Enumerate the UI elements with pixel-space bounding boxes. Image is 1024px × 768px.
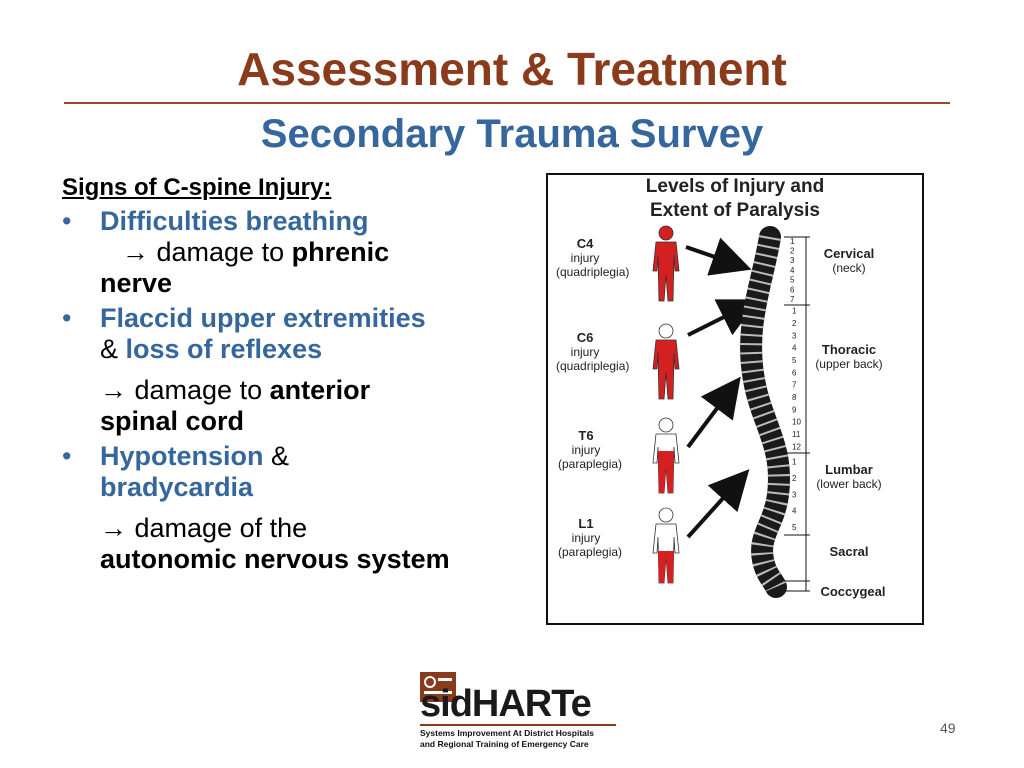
damage-text: damage to — [149, 237, 292, 267]
bullet-hypotension: • Hypotension & bradycardia → damage of … — [62, 441, 532, 575]
vertebra-number: 5 — [792, 523, 797, 532]
slide-title: Assessment & Treatment — [237, 43, 787, 95]
region-label-coccygeal: Coccygeal — [820, 584, 886, 599]
body-figure-l1 — [652, 507, 680, 584]
vertebra-number: 1 — [792, 457, 797, 466]
spinal-injury-figure: Levels of Injury and Extent of Paralysis — [546, 173, 924, 625]
slide-subtitle: Secondary Trauma Survey — [260, 112, 764, 156]
vertebra-number: 2 — [790, 247, 795, 256]
content-body: Signs of C-spine Injury: • Difficulties … — [62, 174, 532, 575]
vertebra-number: 4 — [790, 266, 795, 275]
vertebra-number: 5 — [792, 356, 797, 365]
damage-target: nerve — [100, 268, 173, 298]
figure-title: Levels of Injury and Extent of Paralysis — [645, 176, 825, 221]
bullet-dot: • — [62, 441, 72, 471]
vertebra-number: 2 — [792, 474, 797, 483]
region-label-sacral: Sacral — [829, 544, 869, 559]
region-label-cervical: Cervical(neck) — [823, 246, 875, 276]
logo-emblem-icon — [420, 672, 456, 702]
vertebra-gaps — [740, 235, 790, 592]
vertebra-number: 11 — [792, 430, 801, 439]
body-figure-c6 — [652, 323, 680, 400]
vertebra-number: 12 — [792, 442, 801, 451]
vertebra-number: 5 — [790, 276, 795, 285]
ampersand: & — [100, 334, 126, 364]
title-divider — [64, 102, 950, 104]
vertebra-number: 2 — [792, 319, 797, 328]
bullet-flaccid: • Flaccid upper extremities & loss of re… — [62, 303, 532, 437]
arrow-icon: → — [100, 513, 127, 543]
vertebra-number: 3 — [792, 331, 797, 340]
vertebra-number: 7 — [790, 295, 795, 304]
bullet-main-text: loss of reflexes — [125, 334, 323, 364]
page-number: 49 — [940, 720, 956, 736]
damage-text: damage to — [127, 375, 270, 405]
vertebra-number: 10 — [792, 418, 801, 427]
damage-target: anterior — [269, 375, 371, 405]
arrow-icon: → — [122, 237, 149, 267]
vertebra-number: 3 — [792, 490, 797, 499]
damage-target: phrenic — [291, 237, 390, 267]
bullet-main-text: Difficulties breathing — [100, 206, 369, 236]
vertebra-number: 1 — [790, 237, 795, 246]
vertebra-number: 4 — [792, 507, 797, 516]
bullet-main-text: Flaccid upper extremities — [100, 303, 426, 333]
bullet-dot: • — [62, 303, 72, 333]
sidharte-logo: sidHARTe Systems Improvement At District… — [420, 672, 620, 752]
vertebra-number: 6 — [792, 368, 797, 377]
region-label-thoracic: Thoracic(upper back) — [815, 342, 883, 372]
vertebra-number: 3 — [790, 256, 795, 265]
injury-arrow — [687, 299, 760, 337]
injury-arrow — [685, 237, 752, 276]
body-figure-c4 — [652, 225, 680, 302]
injury-arrow — [686, 376, 741, 449]
vertebra-number: 1 — [792, 307, 797, 316]
bullet-dot: • — [62, 206, 72, 236]
damage-target: spinal cord — [100, 406, 245, 436]
section-heading: Signs of C-spine Injury: — [62, 174, 332, 201]
bullet-breathing: • Difficulties breathing → damage to phr… — [62, 206, 532, 299]
logo-tagline: Systems Improvement At District Hospital… — [420, 728, 594, 749]
vertebra-number: 8 — [792, 393, 797, 402]
region-label-lumbar: Lumbar(lower back) — [816, 462, 882, 492]
injury-arrow — [686, 469, 750, 539]
logo-wordmark: sidHARTe — [420, 683, 592, 725]
ampersand: & — [263, 441, 290, 471]
arrow-icon: → — [100, 375, 127, 405]
body-figure-t6 — [652, 417, 680, 494]
damage-text: damage of the — [127, 513, 308, 543]
vertebra-number: 6 — [790, 285, 795, 294]
bullet-main-text: Hypotension — [100, 441, 264, 471]
vertebra-number: 9 — [792, 405, 797, 414]
vertebra-number: 7 — [792, 381, 797, 390]
logo-divider — [420, 724, 616, 726]
bullet-main-text: bradycardia — [100, 472, 254, 502]
vertebra-number: 4 — [792, 344, 797, 353]
damage-target: autonomic nervous system — [100, 544, 450, 574]
